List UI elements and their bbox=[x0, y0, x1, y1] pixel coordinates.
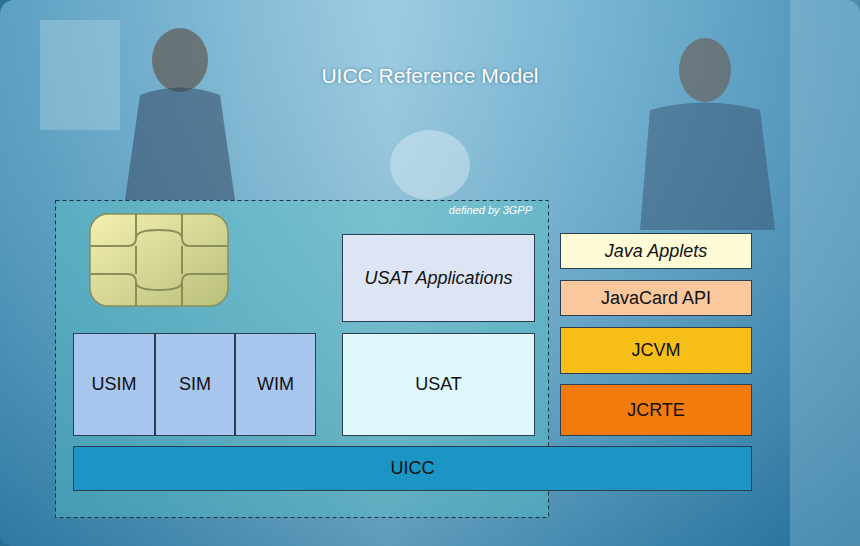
box-label: JCVM bbox=[628, 340, 685, 361]
diagram-title: UICC Reference Model bbox=[230, 64, 630, 88]
worker-head bbox=[390, 130, 470, 200]
box-label: Java Applets bbox=[601, 241, 711, 262]
application-box: SIM bbox=[155, 333, 235, 436]
box-label: USAT Applications bbox=[360, 268, 516, 289]
person-head bbox=[152, 28, 208, 92]
person-body bbox=[125, 88, 235, 201]
atm-machine bbox=[40, 20, 120, 130]
man-head bbox=[679, 38, 731, 102]
box-label: JavaCard API bbox=[597, 288, 715, 309]
region-label: defined by 3GPP bbox=[449, 204, 532, 217]
layer-box: JavaCard API bbox=[560, 280, 752, 316]
box-label: USIM bbox=[88, 374, 141, 395]
smart-card-chip bbox=[90, 214, 228, 306]
layer-box: Java Applets bbox=[560, 233, 752, 269]
application-box: USIM bbox=[73, 333, 155, 436]
toolkit-box: USAT bbox=[342, 333, 535, 436]
platform-bar: UICC bbox=[73, 446, 752, 491]
application-box: WIM bbox=[235, 333, 316, 436]
application-box: USAT Applications bbox=[342, 234, 535, 322]
box-label: JCRTE bbox=[623, 400, 689, 421]
door bbox=[790, 0, 860, 546]
box-label: SIM bbox=[175, 374, 215, 395]
box-label: USAT bbox=[411, 374, 466, 395]
man-body bbox=[640, 103, 775, 231]
layer-box: JCVM bbox=[560, 327, 752, 374]
box-label: UICC bbox=[387, 458, 439, 479]
box-label: WIM bbox=[253, 374, 298, 395]
layer-box: JCRTE bbox=[560, 384, 752, 436]
